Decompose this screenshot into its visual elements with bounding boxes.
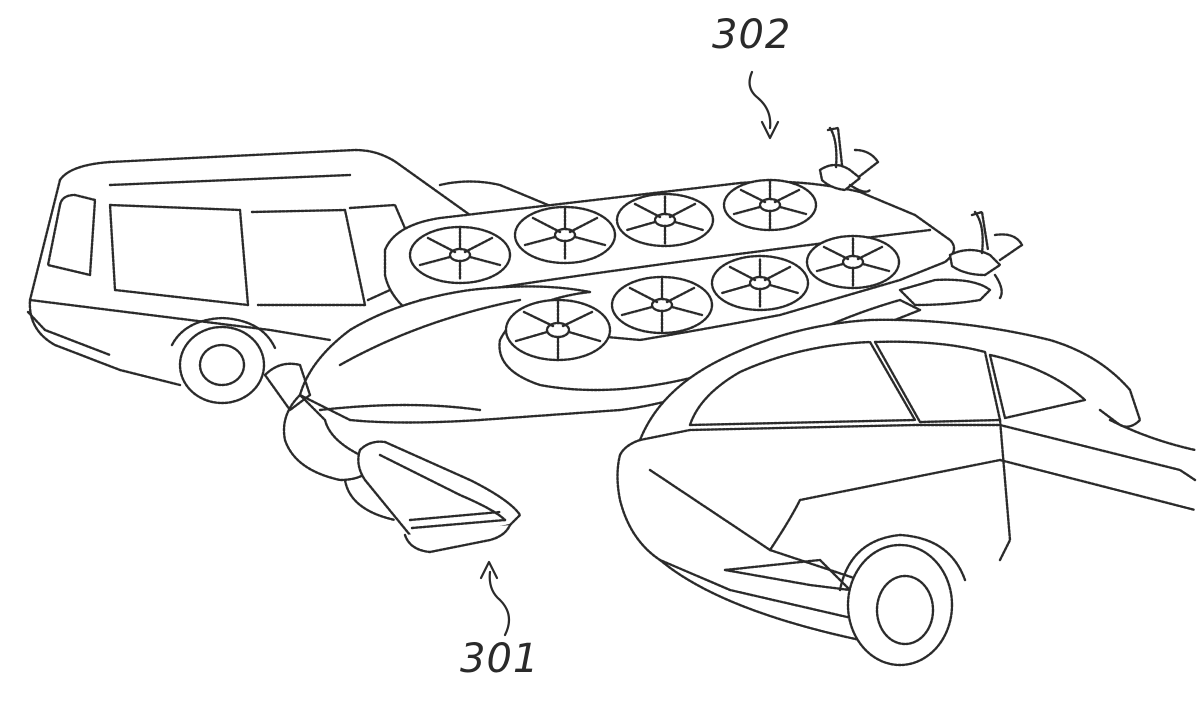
reference-arrowhead-302: [760, 120, 780, 140]
rotor-1: [408, 225, 512, 285]
rotor-7: [710, 254, 810, 312]
reference-label-302: 302: [712, 12, 791, 58]
pusher-propeller-lower: [948, 210, 1024, 300]
rotor-6: [610, 275, 714, 335]
reference-301: 301: [460, 560, 539, 682]
rotor-2: [513, 205, 617, 265]
rotor-group: [408, 178, 901, 362]
reference-arrowhead-301: [479, 560, 499, 580]
reference-label-301: 301: [460, 636, 539, 682]
reference-leader-302: [748, 70, 772, 130]
rotor-8: [805, 234, 901, 290]
reference-302: 302: [712, 12, 791, 140]
rotor-5: [504, 298, 612, 362]
pusher-propeller-upper: [818, 126, 880, 193]
van-drawing: [26, 148, 562, 405]
aircraft-drawing: [263, 126, 1024, 482]
rotor-4: [722, 178, 818, 232]
rotor-3: [615, 192, 715, 248]
pod-drawing: [343, 440, 522, 554]
sedan-drawing: [616, 318, 1197, 667]
reference-leader-301: [488, 570, 511, 637]
